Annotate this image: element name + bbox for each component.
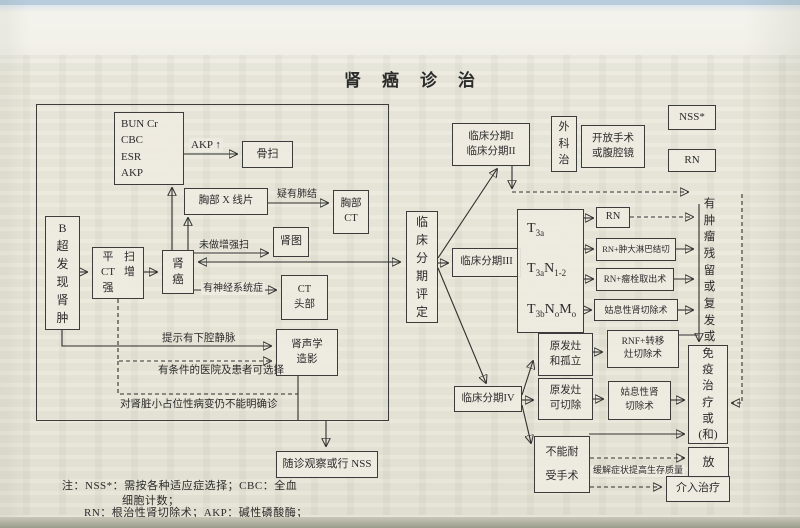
ct-scan-col2: 扫 增 xyxy=(124,250,136,279)
residual-recurrence-label: 有 肿 瘤 残 留 或 复 发 或 xyxy=(703,198,716,344)
bone-scan-box: 骨扫 xyxy=(242,141,293,168)
open-surgery-box: 开放手术 或腹腔镜 xyxy=(581,125,645,168)
rn-thrombus-box: RN+瘤栓取出术 xyxy=(596,268,674,291)
ct-scan-box: 平 CT 强 扫 增 xyxy=(92,247,144,299)
hospital-option-label: 有条件的医院及患者可选择 xyxy=(158,365,284,376)
rnf-metastasectomy-box: RNF+转移 灶切除术 xyxy=(607,330,679,368)
b-ultrasound-box: B 超 发 现 肾 肿 xyxy=(45,216,80,330)
neuro-symptoms-label: 有神经系统症 xyxy=(201,282,265,295)
ivc-hint-label: 提示有下腔静脉 xyxy=(162,333,236,344)
chest-xray-box: 胸部 X 线片 xyxy=(184,188,268,215)
relieve-symptoms-label: 缓解症状提高生存质量 xyxy=(591,465,686,477)
rn-lymph-box: RN+肿大淋巴结切 xyxy=(596,238,676,261)
tnm-t3a-n12: T3aN1-2 xyxy=(527,261,567,279)
footnote-line2: 细胞计数； xyxy=(122,495,180,507)
surgical-treatment-box: 外 科 治 xyxy=(551,116,577,172)
chest-ct-box: 胸部 CT xyxy=(333,190,369,234)
footnote-line1: 注：NSS*：需按各种适应症选择；CBC：全血 xyxy=(62,480,298,492)
no-enhanced-scan-label: 未做增强扫 xyxy=(199,240,249,251)
ct-scan-col1: 平 CT 强 xyxy=(100,250,116,294)
followup-nss-box: 随诊观察或行 NSS xyxy=(276,451,378,478)
primary-isolated-box: 原发灶 和孤立 xyxy=(538,333,593,376)
immunotherapy-box: 免 疫 治 疗 或 (和) xyxy=(688,345,728,444)
sonography-box: 肾声学 造影 xyxy=(276,329,338,376)
labs-box: BUN Cr CBC ESR AKP xyxy=(114,112,184,185)
uncertain-lesion-label: 对肾脏小占位性病变仍不能明确诊 xyxy=(120,399,278,410)
tnm-t3a: T3a xyxy=(527,221,545,238)
rn-option-box: RN xyxy=(668,149,716,172)
scan-edge-top-fade xyxy=(0,5,800,12)
workup-group-frame xyxy=(36,104,389,421)
suspect-lung-nodule-label: 疑有肺结 xyxy=(277,189,317,200)
akp-elevated-label: AKP ↑ xyxy=(189,138,223,153)
renal-cancer-box: 肾 癌 xyxy=(162,250,194,294)
rn-box: RN xyxy=(596,207,630,228)
head-ct-box: CT 头部 xyxy=(281,275,328,320)
nss-option-box: NSS* xyxy=(668,105,716,130)
staging-evaluation-box: 临 床 分 期 评 定 xyxy=(406,211,438,323)
radiotherapy-box: 放 xyxy=(688,447,729,478)
stage-3-box: 临床分期III xyxy=(452,248,521,277)
stage-4-box: 临床分期IV xyxy=(454,386,522,412)
tnm-t3b-n0m0: T3bNoMo xyxy=(527,301,577,319)
scan-edge-top xyxy=(0,0,800,5)
stage-3-tnm-box: T3a T3aN1-2 T3bNoMo xyxy=(517,209,584,333)
interventional-therapy-box: 介入治疗 xyxy=(666,476,730,502)
scan-edge-bottom xyxy=(0,517,800,528)
renogram-box: 肾图 xyxy=(273,227,309,257)
footnote-line3: RN：根治性肾切除术；AKP：碱性磷酸酶； xyxy=(84,507,308,519)
cannot-tolerate-surgery-box: 不能耐 受手术 xyxy=(534,436,590,493)
palliative-nephrectomy2-box: 姑息性肾 切除术 xyxy=(608,381,671,420)
primary-resectable-box: 原发灶 可切除 xyxy=(538,378,593,420)
page-title: 肾癌诊治 xyxy=(344,71,496,90)
stage-1-2-box: 临床分期I 临床分期II xyxy=(452,123,530,166)
palliative-nephrectomy-box: 姑息性肾切除术 xyxy=(594,299,678,321)
